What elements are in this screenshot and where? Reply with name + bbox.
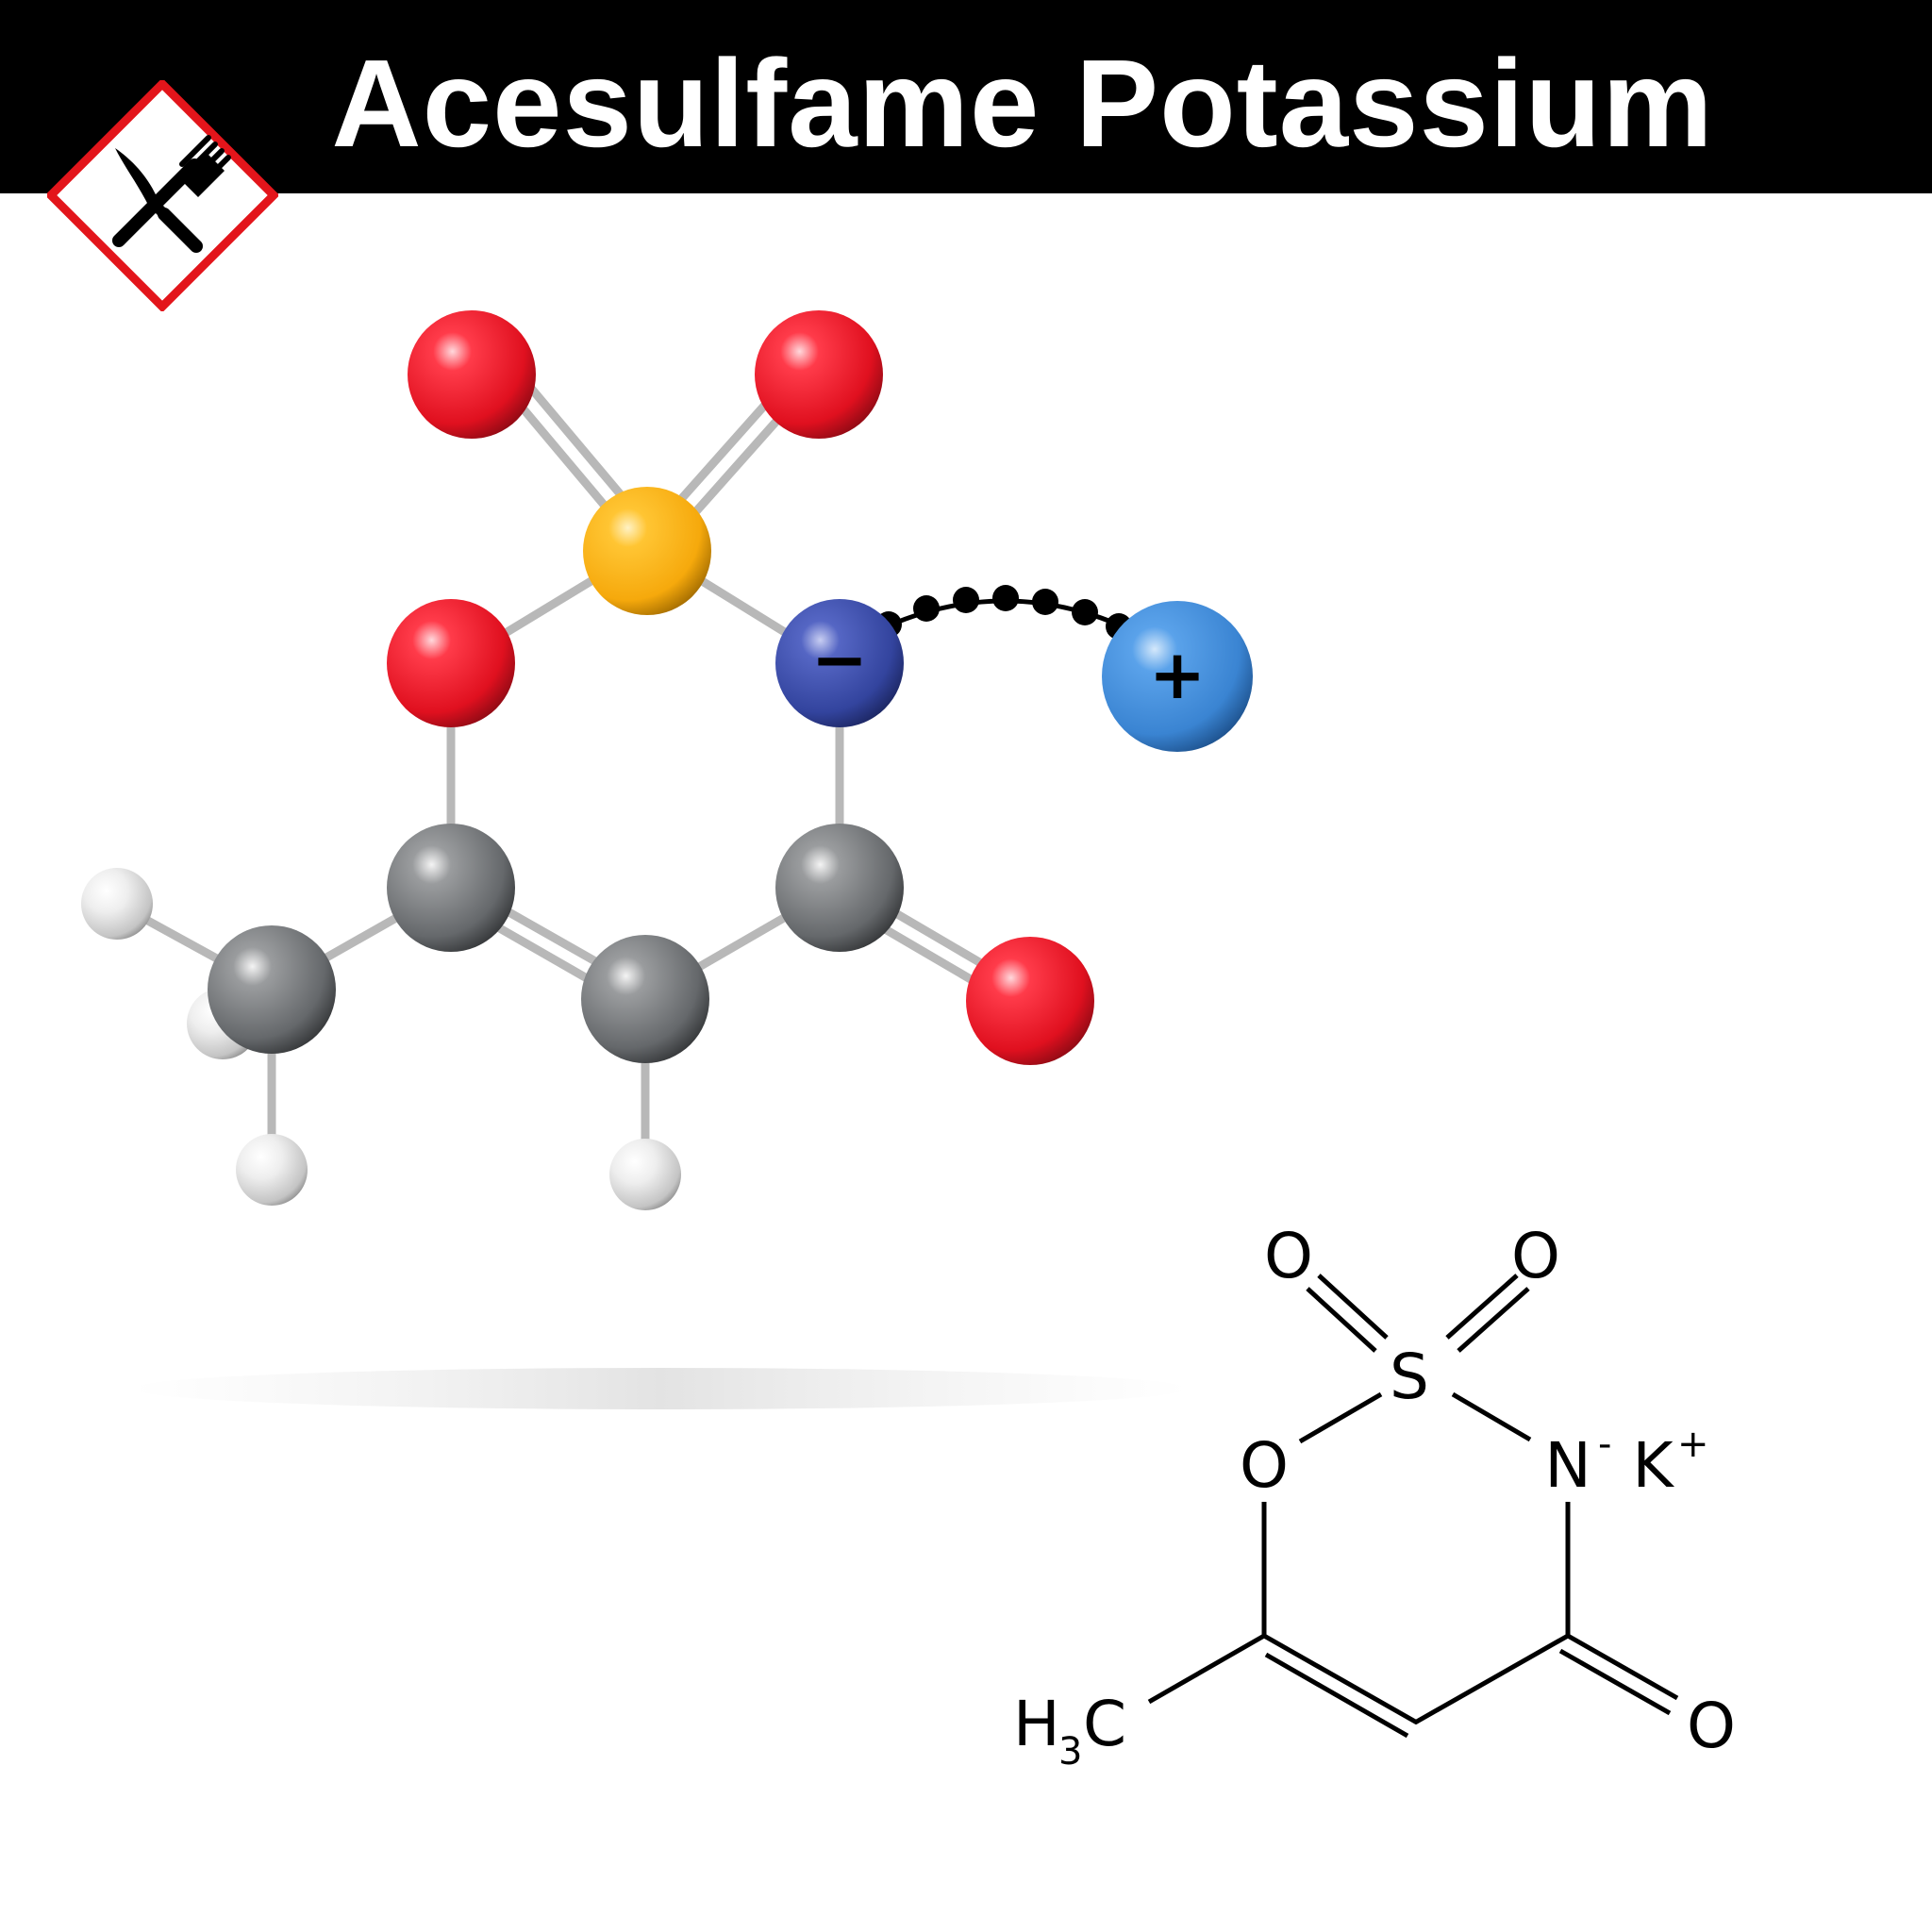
ionic-bond [875, 585, 1132, 640]
formula-nitrogen: N [1544, 1429, 1591, 1502]
potassium-charge: + [1149, 635, 1206, 714]
carbon-atom-left [387, 824, 515, 952]
carbon-atom-bottom [581, 935, 709, 1063]
potassium-atom [1102, 601, 1253, 752]
hydrogen-atom-left [81, 868, 153, 940]
formula-methyl-h: H [1013, 1688, 1060, 1760]
oxygen-atom-carbonyl [966, 937, 1094, 1065]
formula-bonds [1147, 1274, 1679, 1739]
formula-oxygen-carbonyl: O [1687, 1690, 1736, 1762]
formula-sulfur: S [1390, 1341, 1429, 1413]
oxygen-atom-ring [387, 599, 515, 727]
formula-potassium: K [1632, 1429, 1674, 1502]
hydrogen-atom-bottom-left [236, 1134, 308, 1206]
model-shadow [132, 1368, 1189, 1409]
fork-icon [112, 135, 231, 247]
nitrogen-charge: − [811, 620, 868, 699]
formula-methyl-c: C [1083, 1688, 1126, 1760]
page-title: Acesulfame Potassium [331, 34, 1714, 173]
formula-potassium-charge: + [1677, 1423, 1709, 1466]
oxygen-atom-top-right [755, 310, 883, 439]
nitrogen-atom [775, 599, 904, 727]
formula-methyl-subscript: 3 [1058, 1730, 1082, 1774]
hydrogen-atom-bottom [609, 1139, 681, 1210]
formula-oxygen-ring: O [1240, 1429, 1289, 1502]
formula-oxygen-top-left: O [1264, 1220, 1313, 1292]
food-safe-diamond-icon [47, 80, 278, 311]
formula-nitrogen-charge: - [1598, 1423, 1611, 1466]
oxygen-atom-top-left [408, 310, 536, 439]
carbon-atom-right [775, 824, 904, 952]
formula-oxygen-top-right: O [1511, 1220, 1560, 1292]
sulfur-atom [583, 487, 711, 615]
carbon-atom-methyl [208, 925, 336, 1054]
title-bar [0, 0, 1932, 193]
